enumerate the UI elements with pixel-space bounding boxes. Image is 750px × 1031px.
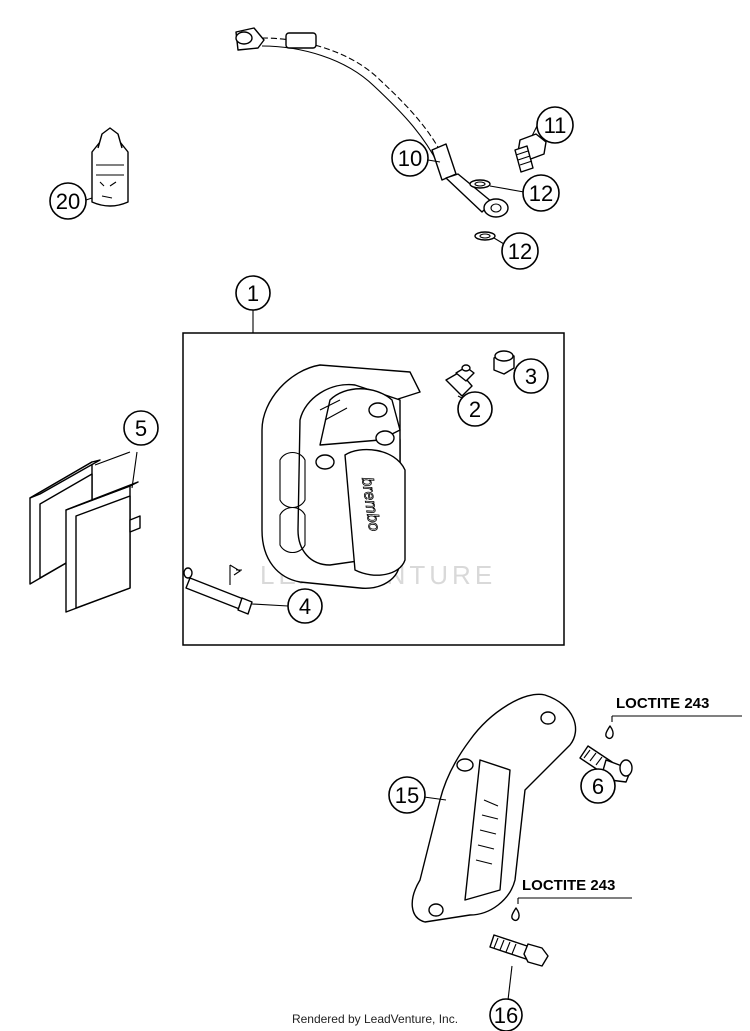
banjo-bolt-part-11	[514, 133, 547, 173]
footer-credit: Rendered by LeadVenture, Inc.	[291, 1012, 459, 1026]
callout-1: 1	[235, 275, 271, 311]
callout-15: 15	[388, 776, 426, 814]
svg-text:11: 11	[544, 113, 567, 138]
loctite-annotation-bottom: LOCTITE 243	[522, 877, 615, 894]
svg-text:12: 12	[508, 239, 532, 264]
callout-10: 10	[391, 139, 429, 177]
bleeder-screw-part-2	[445, 364, 475, 397]
pad-pin-part-4	[183, 564, 253, 615]
callout-12-lower: 12	[501, 232, 539, 270]
loctite-annotation-top: LOCTITE 243	[616, 695, 709, 712]
svg-text:6: 6	[592, 774, 604, 799]
brake-caliper-part-1: brembo	[261, 364, 421, 589]
callout-20: 20	[49, 182, 87, 220]
callout-6: 6	[580, 768, 616, 804]
svg-text:3: 3	[525, 364, 537, 389]
fluid-tube-part-20	[91, 127, 129, 207]
caliper-support-part-15	[411, 693, 577, 923]
svg-text:15: 15	[395, 783, 419, 808]
sealing-washers-part-12	[469, 179, 496, 241]
callout-12-upper: 12	[522, 174, 560, 212]
brake-pads-part-5	[29, 459, 141, 613]
svg-text:2: 2	[469, 397, 481, 422]
dust-cap-part-3	[493, 350, 515, 375]
svg-text:16: 16	[494, 1003, 518, 1028]
svg-text:10: 10	[398, 146, 422, 171]
bolt-part-6	[579, 725, 633, 783]
callout-2: 2	[457, 391, 493, 427]
svg-text:5: 5	[135, 416, 147, 441]
callout-11: 11	[536, 106, 574, 144]
bolt-part-16	[489, 907, 549, 967]
svg-text:1: 1	[247, 281, 259, 306]
svg-text:20: 20	[56, 189, 80, 214]
callout-16: 16	[489, 998, 523, 1031]
brake-line-part-10	[235, 27, 509, 218]
svg-text:4: 4	[299, 594, 311, 619]
svg-text:12: 12	[529, 181, 553, 206]
caliper-assembly-frame	[182, 332, 565, 646]
callout-4: 4	[287, 588, 323, 624]
callout-5: 5	[123, 410, 159, 446]
callout-3: 3	[513, 358, 549, 394]
